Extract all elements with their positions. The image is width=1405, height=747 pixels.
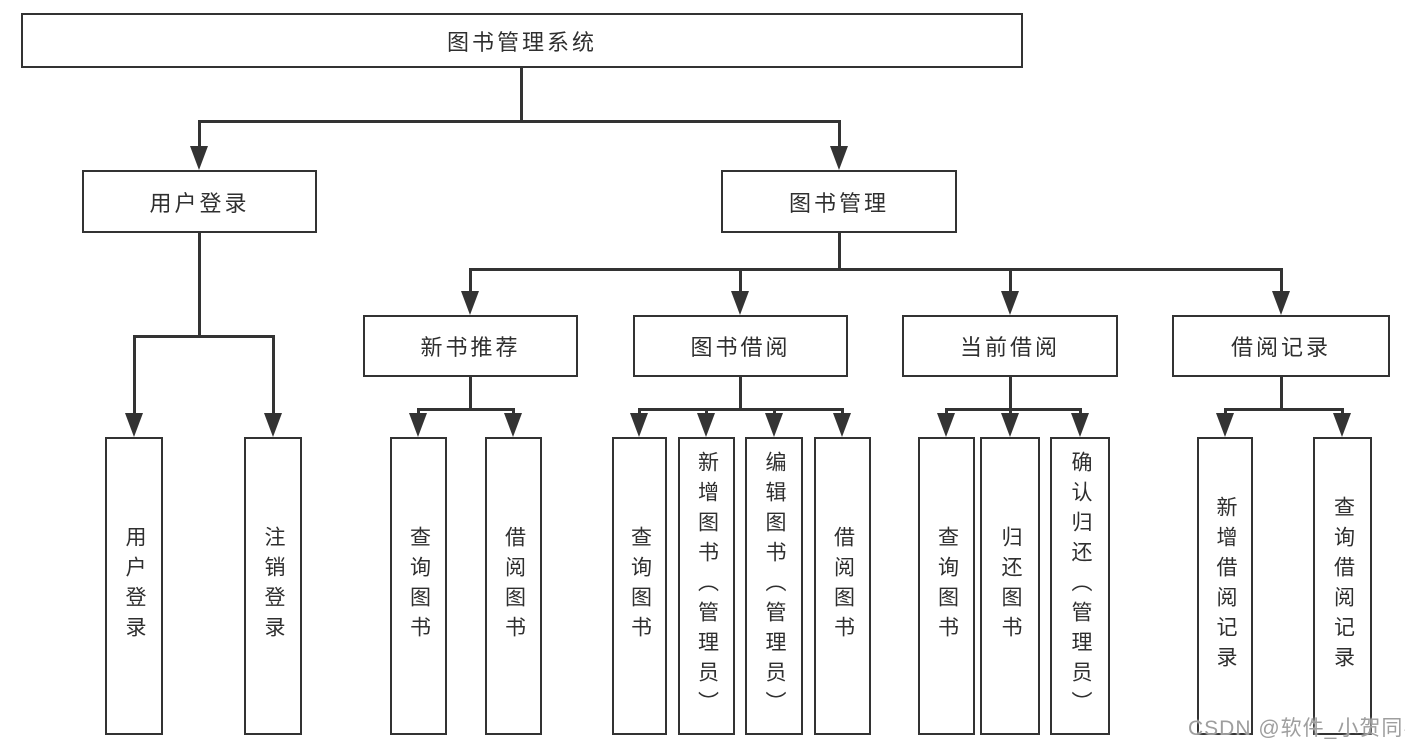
arrow-down-icon <box>264 413 282 437</box>
arrow-down-icon <box>830 146 848 170</box>
connector-line <box>417 408 515 411</box>
connector-line <box>1341 408 1344 415</box>
arrow-down-icon <box>1333 413 1351 437</box>
connector-line <box>469 268 1283 271</box>
connector-line <box>198 233 201 335</box>
arrow-down-icon <box>1216 413 1234 437</box>
leaf-logout: 注销登录 <box>244 437 302 735</box>
node-label: 编辑图书（管理员） <box>763 451 786 721</box>
arrow-down-icon <box>461 291 479 315</box>
node-label: 当前借阅 <box>959 335 1060 360</box>
connector-line <box>133 335 136 414</box>
connector-line <box>638 408 843 411</box>
leaf-borrow-books: 借阅图书 <box>814 437 871 735</box>
node-label: 图书借阅 <box>690 335 791 360</box>
arrow-down-icon <box>630 413 648 437</box>
arrow-down-icon <box>1071 413 1089 437</box>
node-label: 新增图书（管理员） <box>695 451 719 721</box>
connector-line <box>1224 408 1344 411</box>
node-label: 新书推荐 <box>420 335 521 360</box>
leaf-query-books-recommend: 查询图书 <box>390 437 447 735</box>
connector-line <box>469 377 472 408</box>
watermark: CSDN @软件_小贺同学 <box>1188 717 1405 740</box>
connector-line <box>945 408 948 415</box>
arrow-down-icon <box>937 413 955 437</box>
arrow-down-icon <box>190 146 208 170</box>
node-label: 查询图书 <box>628 526 652 646</box>
connector-line <box>945 408 1081 411</box>
node-label: 查询借阅记录 <box>1331 496 1355 676</box>
connector-line <box>512 408 515 415</box>
leaf-add-borrow-record: 新增借阅记录 <box>1197 437 1253 735</box>
arrow-down-icon <box>765 413 783 437</box>
node-label: 用户登录 <box>123 526 146 646</box>
arrow-down-icon <box>1001 413 1019 437</box>
connector-line <box>739 377 742 408</box>
connector-line <box>1280 268 1283 292</box>
connector-line <box>1009 377 1012 408</box>
arrow-down-icon <box>697 413 715 437</box>
node-label: 用户登录 <box>149 190 250 216</box>
node-label: 借阅记录 <box>1230 335 1331 360</box>
node-label: 查询图书 <box>407 526 431 646</box>
arrow-down-icon <box>833 413 851 437</box>
node-borrow-records: 借阅记录 <box>1172 315 1390 377</box>
leaf-borrow-books-recommend: 借阅图书 <box>485 437 542 735</box>
node-label: 借阅图书 <box>831 526 855 646</box>
leaf-edit-books-admin: 编辑图书（管理员） <box>745 437 803 735</box>
leaf-query-books-borrow: 查询图书 <box>612 437 667 735</box>
leaf-confirm-return-admin: 确认归还（管理员） <box>1050 437 1110 735</box>
leaf-query-books-current: 查询图书 <box>918 437 975 735</box>
node-label: 借阅图书 <box>502 526 526 646</box>
node-label: 归还图书 <box>999 526 1022 646</box>
connector-line <box>841 408 844 415</box>
connector-line <box>198 120 201 147</box>
node-label: 图书管理系统 <box>446 29 597 55</box>
connector-line <box>773 408 776 415</box>
node-label: 确认归还（管理员） <box>1069 451 1092 721</box>
connector-line <box>838 120 841 147</box>
connector-line <box>198 120 841 123</box>
connector-line <box>1009 268 1012 292</box>
connector-line <box>1280 377 1283 408</box>
connector-line <box>417 408 420 415</box>
node-user-login: 用户登录 <box>82 170 317 233</box>
connector-line <box>133 335 275 338</box>
connector-line <box>469 268 472 292</box>
leaf-query-borrow-record: 查询借阅记录 <box>1313 437 1372 735</box>
connector-line <box>838 233 841 268</box>
arrow-down-icon <box>409 413 427 437</box>
arrow-down-icon <box>504 413 522 437</box>
leaf-add-books-admin: 新增图书（管理员） <box>678 437 735 735</box>
arrow-down-icon <box>731 291 749 315</box>
node-book-borrow: 图书借阅 <box>633 315 848 377</box>
node-book-management: 图书管理 <box>721 170 957 233</box>
node-current-borrow: 当前借阅 <box>902 315 1118 377</box>
connector-line <box>739 268 742 292</box>
connector-line <box>1224 408 1227 415</box>
node-root-system: 图书管理系统 <box>21 13 1023 68</box>
connector-line <box>520 68 523 120</box>
connector-line <box>1079 408 1082 415</box>
node-new-book-recommend: 新书推荐 <box>363 315 578 377</box>
node-label: 新增借阅记录 <box>1214 496 1237 676</box>
arrow-down-icon <box>125 413 143 437</box>
connector-line <box>705 408 708 415</box>
connector-line <box>272 335 275 414</box>
node-label: 图书管理 <box>788 190 889 216</box>
connector-line <box>638 408 641 415</box>
node-label: 查询图书 <box>935 526 959 646</box>
connector-line <box>1009 408 1012 415</box>
leaf-return-books: 归还图书 <box>980 437 1040 735</box>
arrow-down-icon <box>1272 291 1290 315</box>
arrow-down-icon <box>1001 291 1019 315</box>
node-label: 注销登录 <box>262 526 285 646</box>
leaf-user-login: 用户登录 <box>105 437 163 735</box>
